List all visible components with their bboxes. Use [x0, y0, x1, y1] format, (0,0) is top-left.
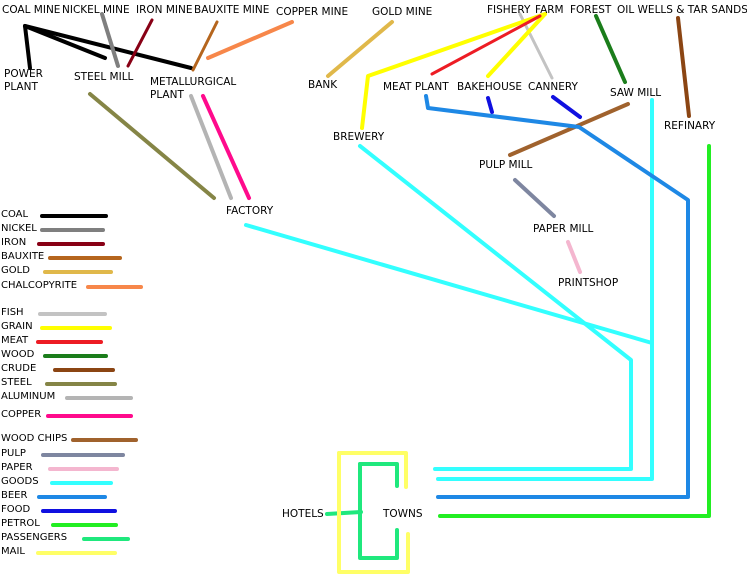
legend-label-petrol: PETROL — [1, 518, 40, 529]
connector-factory-to-towns — [244, 223, 654, 481]
node-nickel-mine: NICKEL MINE — [62, 4, 130, 16]
connector-towns-to-towns — [337, 451, 408, 489]
legend-label-food: FOOD — [1, 504, 31, 515]
node-gold-mine: GOLD MINE — [372, 6, 433, 18]
connector-coal_mine-to-metallurgical_plant — [23, 24, 193, 70]
connector-steel_mill-to-factory — [88, 92, 216, 200]
node-paper-mill: PAPER MILL — [533, 223, 594, 235]
node-refinary: REFINARY — [664, 120, 716, 132]
connector-paper_mill-to-printshop — [566, 240, 582, 274]
connector-towns-to-towns — [337, 451, 410, 574]
node-steel-mill: STEEL MILL — [74, 71, 134, 83]
legend-label-pulp: PULP — [1, 448, 26, 459]
connector-copper_mine-to-metallurgical_plant — [206, 20, 294, 60]
connector-forest-to-saw_mill — [594, 14, 627, 84]
legend-label-wood-chips: WOOD CHIPS — [1, 433, 68, 444]
node-farm: FARM — [535, 4, 564, 16]
node-copper-mine: COPPER MINE — [276, 6, 349, 18]
connector-gold_mine-to-bank — [326, 20, 394, 78]
legend-label-passengers: PASSENGERS — [1, 532, 68, 543]
connector-pulp_mill-to-paper_mill — [513, 178, 556, 218]
connector-brewery-to-towns — [424, 94, 690, 499]
legend-label-wood: WOOD — [1, 349, 35, 360]
legend-label-steel: STEEL — [1, 377, 32, 388]
legend-label-meat: MEAT — [1, 335, 29, 346]
node-printshop: PRINTSHOP — [558, 277, 619, 289]
connector-metallurgical_plant-to-factory — [189, 94, 233, 200]
connector-farm-to-brewery — [360, 12, 547, 130]
node-hotels: HOTELS — [282, 508, 324, 520]
node-meat-plant: MEAT PLANT — [383, 81, 449, 93]
connector-farm-to-bakehouse — [486, 12, 547, 78]
legend-label-bauxite: BAUXITE — [1, 251, 45, 262]
node-fishery: FISHERY — [487, 4, 531, 16]
legend-label-paper: PAPER — [1, 462, 33, 473]
node-bauxite-mine: BAUXITE MINE — [194, 4, 270, 16]
connector-oil_wells-to-refinary — [676, 16, 691, 118]
legend-label-beer: BEER — [1, 490, 28, 501]
legend-label-grain: GRAIN — [1, 321, 33, 332]
legend-label-nickel: NICKEL — [1, 223, 37, 234]
connector-metallurgical_plant-to-factory — [201, 94, 251, 200]
node-cannery: CANNERY — [528, 81, 578, 93]
legend-label-gold: GOLD — [1, 265, 30, 276]
legend-label-iron: IRON — [1, 237, 27, 248]
connector-bakehouse-to-towns — [486, 96, 494, 114]
connector-saw_mill-to-pulp_mill — [508, 102, 630, 157]
node-factory: FACTORY — [226, 205, 274, 217]
connector-iron_mine-to-steel_mill — [126, 18, 154, 68]
node-oil-wells: OIL WELLS & TAR SANDS — [617, 4, 747, 16]
node-iron-mine: IRON MINE — [136, 4, 193, 16]
connector-refinary-to-towns — [438, 144, 711, 518]
legend-label-copper: COPPER — [1, 409, 42, 420]
connector-saw_mill-to-towns — [358, 144, 633, 471]
connector-nickel_mine-to-steel_mill — [100, 12, 120, 68]
node-forest: FOREST — [570, 4, 612, 16]
node-bakehouse: BAKEHOUSE — [457, 81, 523, 93]
node-metallurgical-plant: METALLURGICAL PLANT — [150, 76, 237, 101]
legend-label-coal: COAL — [1, 209, 29, 220]
node-coal-mine: COAL MINE — [2, 4, 61, 16]
connector-farm-to-meat_plant — [430, 14, 542, 76]
legend-label-goods: GOODS — [1, 476, 39, 487]
legend-label-crude: CRUDE — [1, 363, 37, 374]
legend-label-chalcopyrite: CHALCOPYRITE — [1, 280, 78, 291]
legend-label-fish: FISH — [1, 307, 24, 318]
connector-cannery-to-towns — [551, 95, 582, 119]
connector-hotels-to-towns — [358, 462, 399, 560]
connector-bauxite_mine-to-metallurgical_plant — [191, 20, 219, 72]
legend-label-mail: MAIL — [1, 546, 25, 557]
node-power-plant: POWER PLANT — [4, 68, 43, 93]
node-saw-mill: SAW MILL — [610, 87, 662, 99]
node-bank: BANK — [308, 79, 338, 91]
legend-label-aluminum: ALUMINUM — [1, 391, 56, 402]
connector-hotels-to-towns — [325, 510, 363, 516]
node-brewery: BREWERY — [333, 131, 385, 143]
connector-coal_mine-to-power_plant — [23, 24, 32, 70]
node-pulp-mill: PULP MILL — [479, 159, 533, 171]
connector-hotels-to-towns — [358, 462, 399, 488]
node-towns: TOWNS — [383, 508, 423, 520]
